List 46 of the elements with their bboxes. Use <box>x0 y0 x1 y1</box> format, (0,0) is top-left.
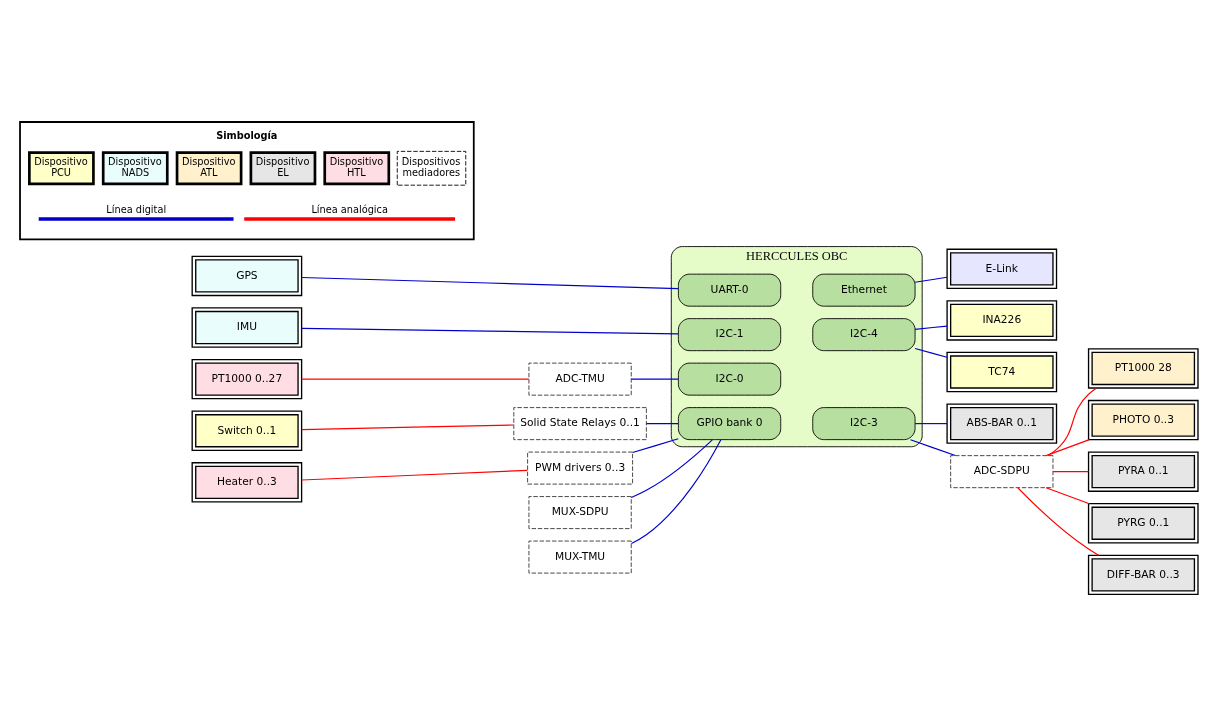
connector <box>914 422 948 424</box>
connector <box>1047 387 1097 456</box>
connector <box>301 469 528 481</box>
connector <box>646 422 679 424</box>
legend-label: Línea analógica <box>311 203 388 215</box>
node-box: GPIO bank 0 <box>677 406 782 440</box>
connector <box>301 276 679 289</box>
legend-label: Dispositivo HTL <box>329 155 384 178</box>
node-box: I2C-4 <box>812 317 916 351</box>
connector <box>632 437 679 453</box>
connector <box>914 347 948 358</box>
node-box: ABS-BAR 0..1 <box>946 402 1058 444</box>
label: Simbología <box>216 129 278 141</box>
node-box: PWM drivers 0..3 <box>527 451 634 485</box>
connector <box>630 438 722 544</box>
node-box: INA226 <box>946 299 1058 341</box>
node-box: Ethernet <box>812 273 916 307</box>
legend-label: Dispositivo PCU <box>34 155 88 178</box>
node-box: I2C-3 <box>812 406 916 440</box>
connector <box>909 438 956 456</box>
legend-label: Dispositivo ATL <box>181 155 236 178</box>
connector <box>914 276 948 283</box>
node-box: I2C-0 <box>677 362 782 396</box>
connector <box>301 423 515 430</box>
legend-label: Línea digital <box>106 203 167 215</box>
node-box: I2C-1 <box>677 317 782 351</box>
connector <box>1017 486 1100 556</box>
connector <box>301 378 530 380</box>
node-box: UART-0 <box>677 273 782 307</box>
connector <box>1045 438 1090 456</box>
node-box: MUX-TMU <box>528 540 632 574</box>
connector <box>630 438 713 498</box>
legend-label: Dispositivo NADS <box>108 155 162 178</box>
connector <box>914 324 948 330</box>
node-box: IMU <box>191 306 303 348</box>
node-box: MUX-SDPU <box>528 495 632 529</box>
node-box: ADC-SDPU <box>950 454 1054 488</box>
node-box: Solid State Relays 0..1 <box>513 406 647 440</box>
connector <box>1052 470 1090 472</box>
connector <box>1045 486 1090 504</box>
connector <box>630 378 679 380</box>
connector <box>301 327 679 334</box>
node-box: Heater 0..3 <box>191 461 303 503</box>
legend-label: Dispositivo EL <box>255 155 310 178</box>
node-box: ADC-TMU <box>528 362 632 396</box>
legend-label: Dispositivos mediadores <box>401 155 461 178</box>
